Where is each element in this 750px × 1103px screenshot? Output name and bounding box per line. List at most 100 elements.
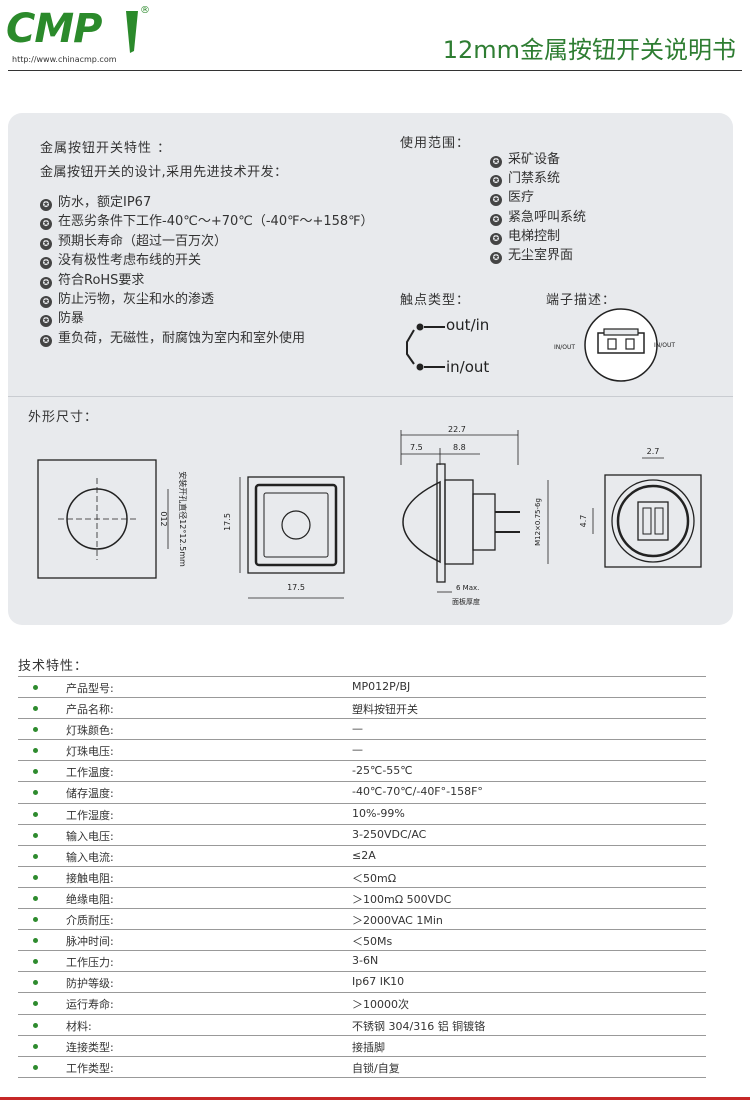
spec-name: 灯珠电压: bbox=[66, 745, 114, 759]
features-title: 金属按钮开关特性 ： bbox=[40, 141, 172, 156]
bullet-dot-icon bbox=[33, 748, 38, 754]
dim-panel-thickness: 面板厚度 bbox=[452, 597, 480, 606]
panel-divider bbox=[8, 396, 733, 397]
star-bullet-icon: ✪ bbox=[490, 232, 502, 245]
list-item: ✪无尘室界面 bbox=[490, 246, 586, 265]
contact-label-bottom: in/out bbox=[446, 358, 490, 376]
dim-4-7: 4.7 bbox=[579, 515, 588, 528]
table-row: 脉冲时间:＜50Ms bbox=[18, 930, 706, 952]
table-row: 工作温度: -25℃-55℃ bbox=[18, 761, 706, 783]
spec-name: 工作湿度: bbox=[66, 808, 114, 822]
list-item: ✪门禁系统 bbox=[490, 169, 586, 188]
table-row: 灯珠颜色: — bbox=[18, 719, 706, 741]
bullet-dot-icon bbox=[33, 874, 38, 880]
bullet-dot-icon bbox=[33, 1022, 38, 1028]
table-row: 介质耐压:＞2000VAC 1Min bbox=[18, 909, 706, 931]
spec-name: 脉冲时间: bbox=[66, 935, 114, 949]
bullet-dot-icon bbox=[33, 853, 38, 859]
logo-swoosh-icon bbox=[126, 11, 138, 53]
dimension-drawings: 012 安装开孔直径12°12.5mm 17.5 17.5 22.7 7.5 8… bbox=[37, 425, 702, 606]
list-item: ✪没有极性考虑布线的开关 bbox=[40, 251, 374, 270]
star-bullet-icon: ✪ bbox=[490, 251, 502, 264]
bullet-dot-icon bbox=[33, 706, 38, 712]
bullet-dot-icon bbox=[33, 917, 38, 923]
dim-17-5-vertical: 17.5 bbox=[223, 513, 232, 531]
spec-value: ＞10000次 bbox=[352, 998, 409, 1012]
table-row: 储存温度:-40℃-70℃/-40F°-158F° bbox=[18, 782, 706, 804]
spec-value: 塑料按钮开关 bbox=[352, 703, 418, 717]
dim-17-5-horizontal: 17.5 bbox=[287, 583, 305, 592]
spec-value: MP012P/BJ bbox=[352, 680, 411, 693]
bullet-dot-icon bbox=[33, 1001, 38, 1007]
bullet-dot-icon bbox=[33, 727, 38, 733]
bullet-dot-icon bbox=[33, 685, 38, 690]
star-bullet-icon: ✪ bbox=[40, 315, 52, 328]
star-bullet-icon: ✪ bbox=[40, 237, 52, 250]
spec-value: ＞100mΩ 500VDC bbox=[352, 892, 452, 906]
spec-value: 不锈钢 304/316 铝 铜镀铬 bbox=[352, 1019, 486, 1033]
contact-type-diagram: out/in in/out bbox=[400, 312, 520, 382]
list-item: ✪符合RoHS要求 bbox=[40, 271, 374, 290]
bullet-dot-icon bbox=[33, 980, 38, 986]
spec-name: 工作压力: bbox=[66, 956, 114, 970]
usage-title: 使用范围： bbox=[400, 136, 471, 151]
spec-name: 接触电阻: bbox=[66, 871, 114, 885]
spec-name: 工作类型: bbox=[66, 1061, 114, 1075]
star-bullet-icon: ✪ bbox=[40, 199, 52, 211]
header-divider bbox=[8, 70, 742, 71]
table-row: 材料: 不锈钢 304/316 铝 铜镀铬 bbox=[18, 1015, 706, 1036]
bullet-dot-icon bbox=[33, 895, 38, 901]
spec-name: 灯珠颜色: bbox=[66, 724, 114, 738]
contact-label-top: out/in bbox=[446, 316, 490, 334]
list-item: ✪紧急呼叫系统 bbox=[490, 208, 586, 227]
spec-value: ＜50mΩ bbox=[352, 871, 397, 885]
spec-name: 连接类型: bbox=[66, 1040, 114, 1054]
spec-name: 材料: bbox=[66, 1019, 92, 1033]
spec-name: 防护等级: bbox=[66, 977, 114, 991]
dim-8-8: 8.8 bbox=[453, 443, 466, 452]
list-item: ✪在恶劣条件下工作-40℃～+70℃（-40℉～+158℉） bbox=[40, 212, 374, 231]
spec-value: 3-250VDC/AC bbox=[352, 827, 427, 841]
star-bullet-icon: ✪ bbox=[490, 213, 502, 226]
spec-value: 接插脚 bbox=[352, 1040, 385, 1054]
spec-name: 输入电流: bbox=[66, 850, 114, 864]
features-list: ✪防水，额定IP67 ✪在恶劣条件下工作-40℃～+70℃（-40℉～+158℉… bbox=[40, 193, 374, 348]
terminal-diagram: IN/OUT IN/OUT bbox=[550, 305, 700, 385]
cmp-logo: CMP ® http://www.chinacmp.com bbox=[6, 5, 156, 67]
spec-value: 3-6N bbox=[352, 954, 379, 968]
table-row: 输入电压:3-250VDC/AC bbox=[18, 825, 706, 846]
page-header: CMP ® http://www.chinacmp.com 12mm金属按钮开关… bbox=[0, 0, 750, 75]
dim-6-max: 6 Max. bbox=[456, 584, 479, 592]
spec-value: — bbox=[352, 722, 363, 736]
star-bullet-icon: ✪ bbox=[40, 276, 52, 289]
spec-name: 工作温度: bbox=[66, 766, 114, 780]
dim-22-7: 22.7 bbox=[448, 425, 466, 434]
side-view-drawing bbox=[400, 430, 549, 593]
list-item: ✪预期长寿命（超过一百万次） bbox=[40, 232, 374, 251]
rear-view-drawing bbox=[592, 457, 702, 568]
bullet-dot-icon bbox=[33, 790, 38, 796]
table-row: 产品名称: 塑料按钮开关 bbox=[18, 698, 706, 720]
spec-name: 运行寿命: bbox=[66, 998, 114, 1012]
dim-7-5: 7.5 bbox=[410, 443, 423, 452]
spec-value: -25℃-55℃ bbox=[352, 764, 413, 778]
spec-name: 产品名称: bbox=[66, 703, 114, 717]
usage-list: ✪采矿设备 ✪门禁系统 ✪医疗 ✪紧急呼叫系统 ✪电梯控制 ✪无尘室界面 bbox=[490, 150, 586, 265]
list-item: ✪防暴 bbox=[40, 309, 374, 328]
specs-title: 技术特性： bbox=[18, 659, 89, 674]
dimensions-title: 外形尺寸： bbox=[28, 410, 99, 425]
spec-value: Ip67 IK10 bbox=[352, 975, 405, 989]
star-bullet-icon: ✪ bbox=[40, 257, 52, 270]
spec-value: 10%-99% bbox=[352, 806, 405, 820]
spec-name: 绝缘电阻: bbox=[66, 892, 114, 906]
star-bullet-icon: ✪ bbox=[40, 334, 52, 347]
star-bullet-icon: ✪ bbox=[490, 194, 502, 207]
terminal-label-right: IN/OUT bbox=[654, 342, 676, 349]
table-row: 输入电流:≤2A bbox=[18, 846, 706, 867]
spec-value: -40℃-70℃/-40F°-158F° bbox=[352, 785, 483, 799]
logo-url: http://www.chinacmp.com bbox=[12, 55, 117, 64]
bullet-dot-icon bbox=[33, 938, 38, 944]
list-item: ✪采矿设备 bbox=[490, 150, 586, 169]
table-row: 接触电阻: ＜50mΩ bbox=[18, 867, 706, 888]
logo-text: CMP bbox=[6, 6, 102, 52]
